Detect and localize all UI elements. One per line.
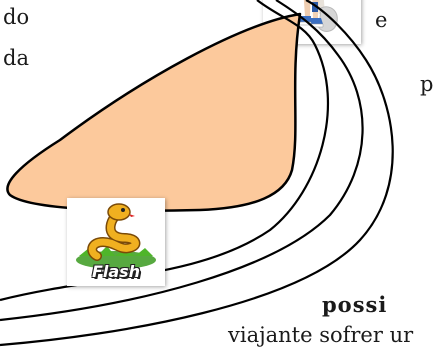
text-fragment-possi: possi (322, 292, 388, 317)
outer-curve (0, 0, 394, 347)
text-fragment-da: da (3, 46, 29, 70)
text-fragment-viajante: viajante sofrer ur (228, 323, 414, 347)
text-fragment-e: e (375, 8, 388, 32)
text-fragment-do: do (3, 5, 30, 29)
snake-label: Flash (91, 262, 141, 281)
snake-flash-image: Flash (67, 198, 165, 286)
peach-blob (6, 12, 302, 212)
middle-curve (0, 0, 364, 322)
snake-icon (76, 203, 156, 269)
text-fragment-p: p (420, 72, 434, 96)
